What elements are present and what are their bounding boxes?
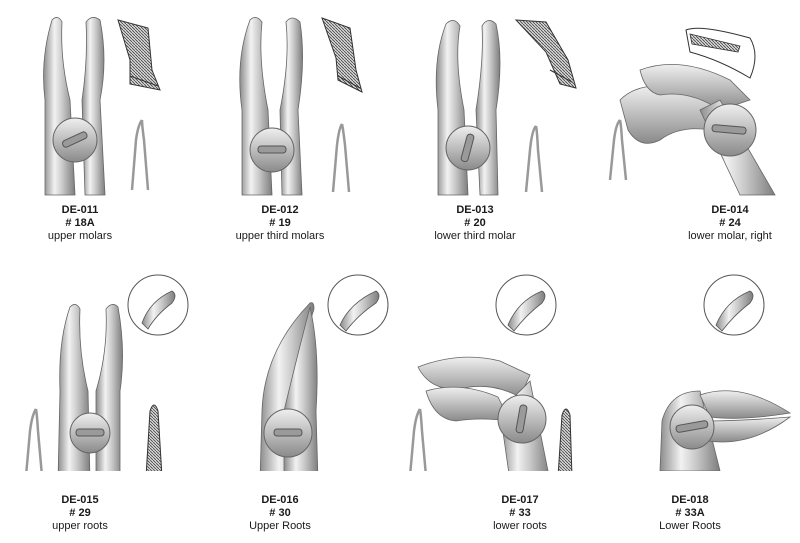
product-description: Lower Roots [659, 520, 721, 532]
product-code: DE-016 [261, 494, 299, 506]
product-number: # 20 [464, 217, 486, 229]
product-item-de-012: DE-012 # 19 upper third molars [200, 0, 400, 271]
product-description: lower third molar [434, 230, 516, 242]
product-description: lower molar, right [688, 230, 772, 242]
product-code: DE-015 [61, 494, 99, 506]
product-code: DE-014 [711, 204, 749, 216]
product-description: Upper Roots [249, 520, 311, 532]
forceps-image [659, 274, 792, 471]
product-item-de-014: DE-014 # 24 lower molar, right [600, 0, 800, 271]
forceps-image [435, 19, 577, 196]
product-description: upper roots [52, 520, 108, 532]
product-code: DE-011 [61, 204, 99, 216]
forceps-image [409, 274, 573, 471]
product-number: # 33 [509, 507, 531, 519]
product-code: DE-017 [501, 494, 539, 506]
product-caption: DE-012 # 19 upper third molars [220, 204, 340, 243]
product-item-de-015: DE-015 # 29 upper roots [0, 271, 200, 542]
forceps-image [239, 17, 363, 196]
product-description: lower roots [493, 520, 547, 532]
product-number: # 33A [675, 507, 705, 519]
product-caption: DE-018 # 33A Lower Roots [630, 494, 750, 533]
product-number: # 19 [269, 217, 291, 229]
product-caption: DE-015 # 29 upper roots [20, 494, 140, 533]
product-caption: DE-013 # 20 lower third molar [410, 204, 540, 243]
product-number: # 24 [719, 217, 741, 229]
product-description: upper molars [47, 230, 113, 242]
forceps-image [43, 17, 161, 196]
product-code: DE-018 [671, 494, 709, 506]
product-number: # 29 [69, 507, 91, 519]
product-caption: DE-014 # 24 lower molar, right [670, 204, 790, 243]
product-item-de-013: DE-013 # 20 lower third molar [400, 0, 600, 271]
product-description: upper third molars [235, 230, 325, 242]
product-item-de-017: DE-017 # 33 lower roots [400, 271, 600, 542]
product-caption: DE-011 # 18A upper molars [20, 204, 140, 243]
forceps-image [25, 274, 189, 471]
product-code: DE-013 [456, 204, 494, 216]
product-caption: DE-016 # 30 Upper Roots [220, 494, 340, 533]
forceps-image [259, 274, 389, 471]
product-item-de-018: DE-018 # 33A Lower Roots [600, 271, 800, 542]
product-number: # 30 [269, 507, 291, 519]
product-number: # 18A [65, 217, 95, 229]
product-caption: DE-017 # 33 lower roots [460, 494, 580, 533]
product-item-de-011: DE-011 # 18A upper molars [0, 0, 200, 271]
product-code: DE-012 [261, 204, 299, 216]
product-item-de-016: DE-016 # 30 Upper Roots [200, 271, 400, 542]
forceps-image [608, 27, 776, 196]
